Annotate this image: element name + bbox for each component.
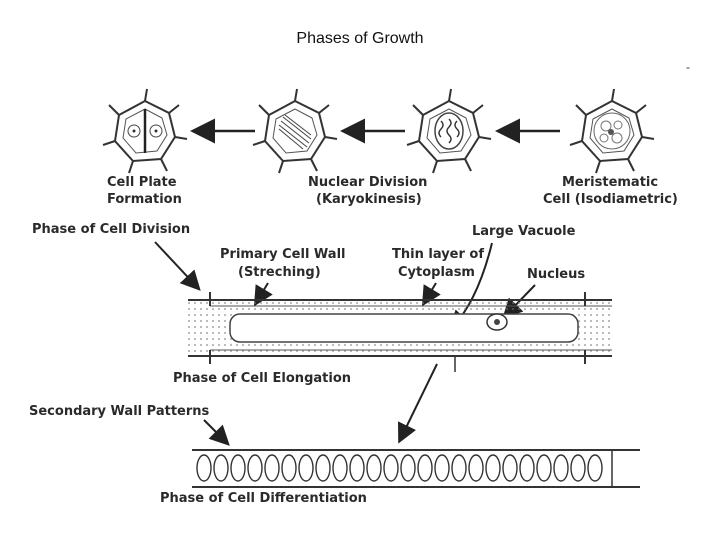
arrow-division-to-elongation bbox=[154, 241, 201, 291]
elongating-cell bbox=[188, 292, 612, 372]
wall-coil bbox=[366, 454, 382, 482]
wall-coil bbox=[417, 454, 433, 482]
nuclear-division-cell-1 bbox=[252, 88, 338, 174]
cell-plate-label-2: Formation bbox=[107, 192, 182, 207]
wall-coil bbox=[298, 454, 314, 482]
thin-layer-label-1: Thin layer of bbox=[392, 247, 484, 262]
meristematic-label-1: Meristematic bbox=[562, 175, 658, 190]
wall-coil bbox=[502, 454, 518, 482]
wall-coil bbox=[468, 454, 484, 482]
phase-elongation-label: Phase of Cell Elongation bbox=[173, 371, 351, 386]
wall-coil bbox=[230, 454, 246, 482]
primary-wall-label-2: (Streching) bbox=[238, 265, 321, 280]
wall-coil bbox=[196, 454, 212, 482]
thin-layer-label-2: Cytoplasm bbox=[398, 265, 475, 280]
wall-coil bbox=[383, 454, 399, 482]
corner-mark: - bbox=[686, 60, 690, 74]
wall-coil bbox=[519, 454, 535, 482]
nuclear-division-label-1: Nuclear Division bbox=[308, 175, 427, 190]
wall-coil bbox=[247, 454, 263, 482]
wall-coil bbox=[315, 454, 331, 482]
wall-coil bbox=[451, 454, 467, 482]
wall-coil bbox=[400, 454, 416, 482]
large-vacuole-label: Large Vacuole bbox=[472, 224, 576, 239]
vacuole bbox=[229, 313, 579, 343]
phase-division-label: Phase of Cell Division bbox=[32, 222, 190, 237]
wall-coil bbox=[332, 454, 348, 482]
wall-coil bbox=[553, 454, 569, 482]
nuclear-division-label-2: (Karyokinesis) bbox=[316, 192, 422, 207]
wall-coil bbox=[213, 454, 229, 482]
meristematic-label-2: Cell (Isodiametric) bbox=[543, 192, 678, 207]
primary-wall-label-1: Primary Cell Wall bbox=[220, 247, 345, 262]
wall-coil bbox=[264, 454, 280, 482]
secondary-wall-pointer bbox=[203, 419, 230, 446]
differentiated-cell bbox=[192, 449, 640, 488]
nucleus-label: Nucleus bbox=[527, 267, 585, 282]
arrow-elongation-to-differentiation bbox=[398, 363, 438, 444]
wall-coil bbox=[349, 454, 365, 482]
cell-plate-label-1: Cell Plate bbox=[107, 175, 177, 190]
nuclear-division-cell-2 bbox=[406, 88, 492, 174]
wall-coil bbox=[536, 454, 552, 482]
slide-title: Phases of Growth bbox=[296, 30, 424, 47]
wall-coil bbox=[485, 454, 501, 482]
wall-coil bbox=[434, 454, 450, 482]
secondary-wall-label: Secondary Wall Patterns bbox=[29, 404, 210, 419]
phase-differentiation-label: Phase of Cell Differentiation bbox=[160, 491, 367, 506]
meristematic-cell bbox=[569, 88, 655, 174]
cell-plate-cell bbox=[102, 88, 188, 174]
wall-coil bbox=[281, 454, 297, 482]
wall-coil bbox=[587, 454, 603, 482]
wall-coil bbox=[570, 454, 586, 482]
